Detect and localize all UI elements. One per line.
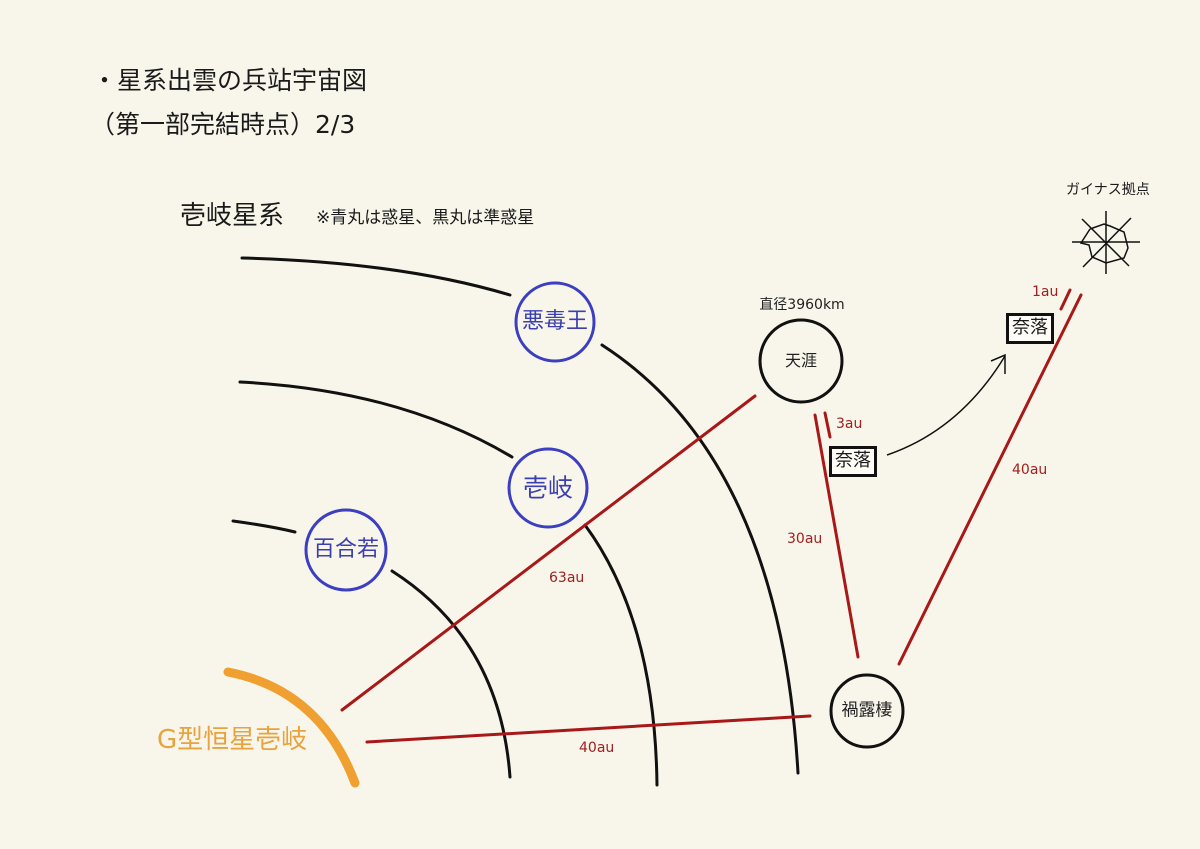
planet-iki[interactable] [507, 447, 589, 529]
route-naraku-gainasu-marker [1059, 288, 1072, 311]
star-arc [223, 667, 360, 788]
orbit-inner-left [231, 519, 297, 534]
planet-akudokuou[interactable] [514, 281, 596, 363]
route-tengai-karosu [813, 413, 860, 659]
relocation-arrow [886, 355, 1006, 456]
route-tengai-naraku-marker [823, 411, 832, 439]
dwarf-planet-label-tengai: 天涯 [784, 351, 818, 370]
planet-label-yurikawaka: 百合若 [312, 537, 380, 562]
planet-label-akudokuou: 悪毒王 [521, 309, 589, 334]
orbit-middle-right [583, 523, 659, 787]
web-icon [1072, 211, 1140, 274]
orbit-outer-right [600, 343, 800, 775]
dwarf-planet-label-karosu: 禍露棲 [841, 700, 893, 721]
distance-star-karosu: 40au [579, 740, 615, 756]
distance-naraku-base: 1au [1032, 284, 1059, 300]
system-name: 壱岐星系 [180, 201, 285, 231]
distance-tengai-karosu: 30au [787, 531, 823, 547]
enemy-base-label: ガイナス拠点 [1066, 182, 1150, 198]
diagram-title: ・星系出雲の兵站宇宙図 [92, 66, 368, 95]
distance-star-tengai: 63au [549, 570, 585, 586]
dwarf-planet-karosu[interactable] [829, 673, 905, 749]
outpost-naraku-near-tengai[interactable]: 奈落 [829, 446, 877, 477]
distance-tengai-naraku: 3au [836, 416, 863, 432]
orbit-outer-left [240, 256, 512, 297]
route-star-karosu [365, 714, 812, 744]
distance-karosu-base: 40au [1012, 462, 1048, 478]
tengai-diameter-note: 直径3960km [759, 297, 845, 313]
route-star-tengai [340, 394, 757, 712]
outpost-naraku-near-base[interactable]: 奈落 [1006, 313, 1054, 344]
orbit-middle-left [238, 380, 514, 459]
legend-note: ※青丸は惑星、黒丸は準惑星 [316, 208, 535, 228]
arrow-head-icon [990, 353, 1006, 374]
orbit-inner-right [390, 569, 512, 779]
planet-label-iki: 壱岐 [522, 473, 574, 503]
route-karosu-gainasu [897, 293, 1083, 666]
planet-yurikawaka[interactable] [304, 508, 388, 592]
dwarf-planet-tengai[interactable] [758, 318, 844, 404]
diagram-subtitle: （第一部完結時点）2/3 [90, 110, 356, 139]
star-label: G型恒星壱岐 [157, 725, 308, 755]
